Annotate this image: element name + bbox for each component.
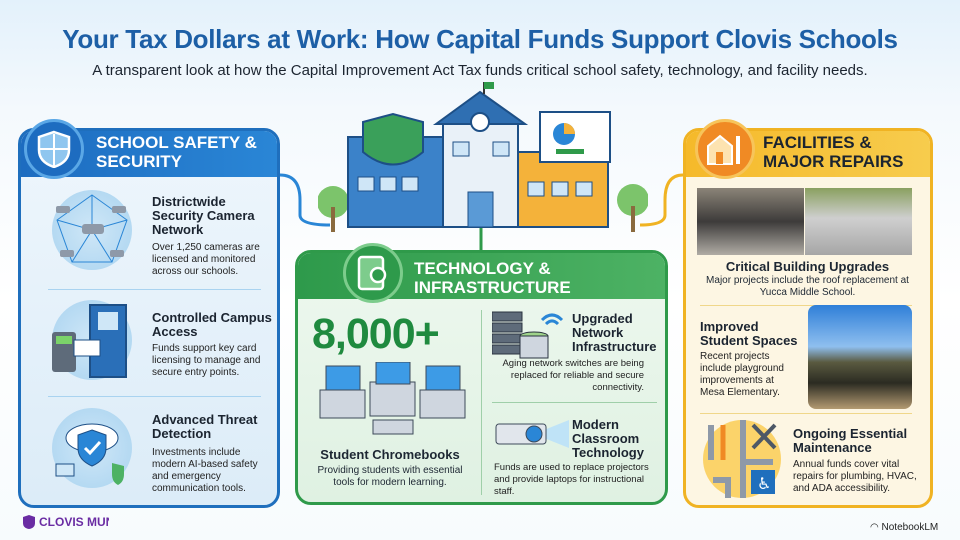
safety-item-desc: Investments include modern AI-based safe…	[152, 447, 258, 494]
divider	[48, 289, 261, 290]
facility-item-title: Improved Student Spaces	[700, 319, 798, 348]
laptop-stack-icon	[319, 362, 466, 435]
chromebook-count-stat: 8,000+	[312, 310, 440, 358]
playground-photo	[808, 305, 912, 409]
divider	[700, 413, 912, 414]
safety-item-title: Districtwide Security Camera Network	[152, 194, 255, 237]
divider	[48, 396, 261, 397]
safety-item-title: Controlled Campus Access	[152, 310, 272, 339]
tablet-gear-icon	[343, 243, 403, 303]
projector-icon	[495, 420, 569, 448]
chromebooks-title: Student Chromebooks	[320, 447, 460, 462]
divider	[700, 305, 912, 306]
tools-pipes-icon: ♿	[703, 420, 781, 498]
shield-icon	[24, 119, 84, 179]
keycard-door-icon	[52, 300, 132, 380]
facility-item-desc: Recent projects include playground impro…	[700, 351, 784, 398]
tech-item-desc: Aging network switches are being replace…	[502, 358, 644, 393]
divider	[481, 310, 482, 495]
tech-item-desc: Funds are used to replace projectors and…	[494, 462, 649, 497]
server-wifi-icon	[492, 311, 564, 359]
safety-item-title: Advanced Threat Detection	[152, 412, 258, 441]
facility-item-title: Critical Building Upgrades	[725, 259, 890, 274]
tech-item-title: Modern Classroom Technology	[572, 417, 644, 460]
facility-item-title: Ongoing Essential Maintenance	[793, 426, 908, 455]
facilities-title: FACILITIES & MAJOR REPAIRS	[763, 133, 904, 171]
divider	[492, 402, 657, 403]
school-building-illustration	[318, 82, 648, 232]
page-subtitle: A transparent look at how the Capital Im…	[92, 62, 868, 79]
safety-title: SCHOOL SAFETY & SECURITY	[96, 133, 257, 171]
technology-title: TECHNOLOGY & INFRASTRUCTURE	[414, 259, 571, 297]
svg-text:♿: ♿	[757, 474, 771, 493]
facility-item-desc: Annual funds cover vital repairs for plu…	[793, 459, 917, 494]
building-wrench-icon	[695, 119, 755, 179]
notebooklm-label: NotebookLM	[881, 522, 939, 533]
notebooklm-icon: ◠	[870, 522, 882, 533]
page-title: Your Tax Dollars at Work: How Capital Fu…	[62, 24, 898, 54]
cloud-shield-icon	[52, 408, 132, 488]
roof-photo-left	[697, 188, 804, 255]
safety-item-desc: Funds support key card licensing to mana…	[152, 343, 261, 378]
tech-item-title: Upgraded Network Infrastructure	[572, 311, 657, 354]
roof-photo-right	[805, 188, 912, 255]
facility-item-desc: Major projects include the roof replacem…	[706, 275, 909, 298]
chromebooks-desc: Providing students with essential tools …	[317, 465, 463, 488]
notebooklm-brand: ◠ NotebookLM	[870, 522, 938, 533]
security-camera-icon	[52, 190, 132, 270]
safety-item-desc: Over 1,250 cameras are licensed and moni…	[152, 242, 260, 277]
